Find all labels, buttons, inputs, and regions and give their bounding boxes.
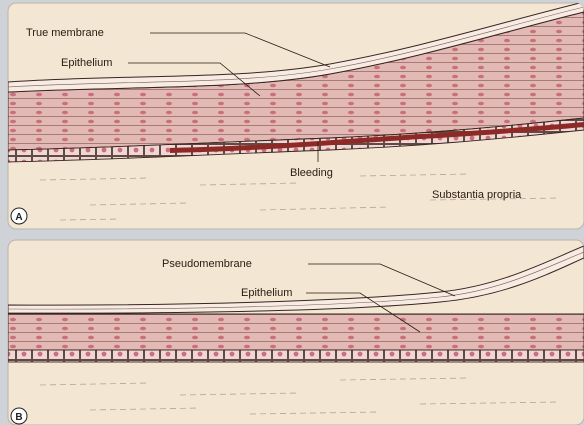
label-substantia-propria: Substantia propria <box>432 189 522 201</box>
panel-b-epithelium <box>8 314 584 350</box>
label-pseudomembrane: Pseudomembrane <box>162 258 252 270</box>
panel-b-basal-cells <box>8 350 584 362</box>
panel-b-letter: B <box>15 412 22 423</box>
label-epithelium-a: Epithelium <box>61 57 112 69</box>
panel-b: Pseudomembrane Epithelium B <box>8 240 584 425</box>
panel-a: True membrane Epithelium Bleeding Substa… <box>8 0 584 229</box>
label-bleeding: Bleeding <box>290 167 333 179</box>
label-epithelium-b: Epithelium <box>241 287 292 299</box>
panel-a-letter: A <box>15 212 22 223</box>
label-true-membrane: True membrane <box>26 27 104 39</box>
